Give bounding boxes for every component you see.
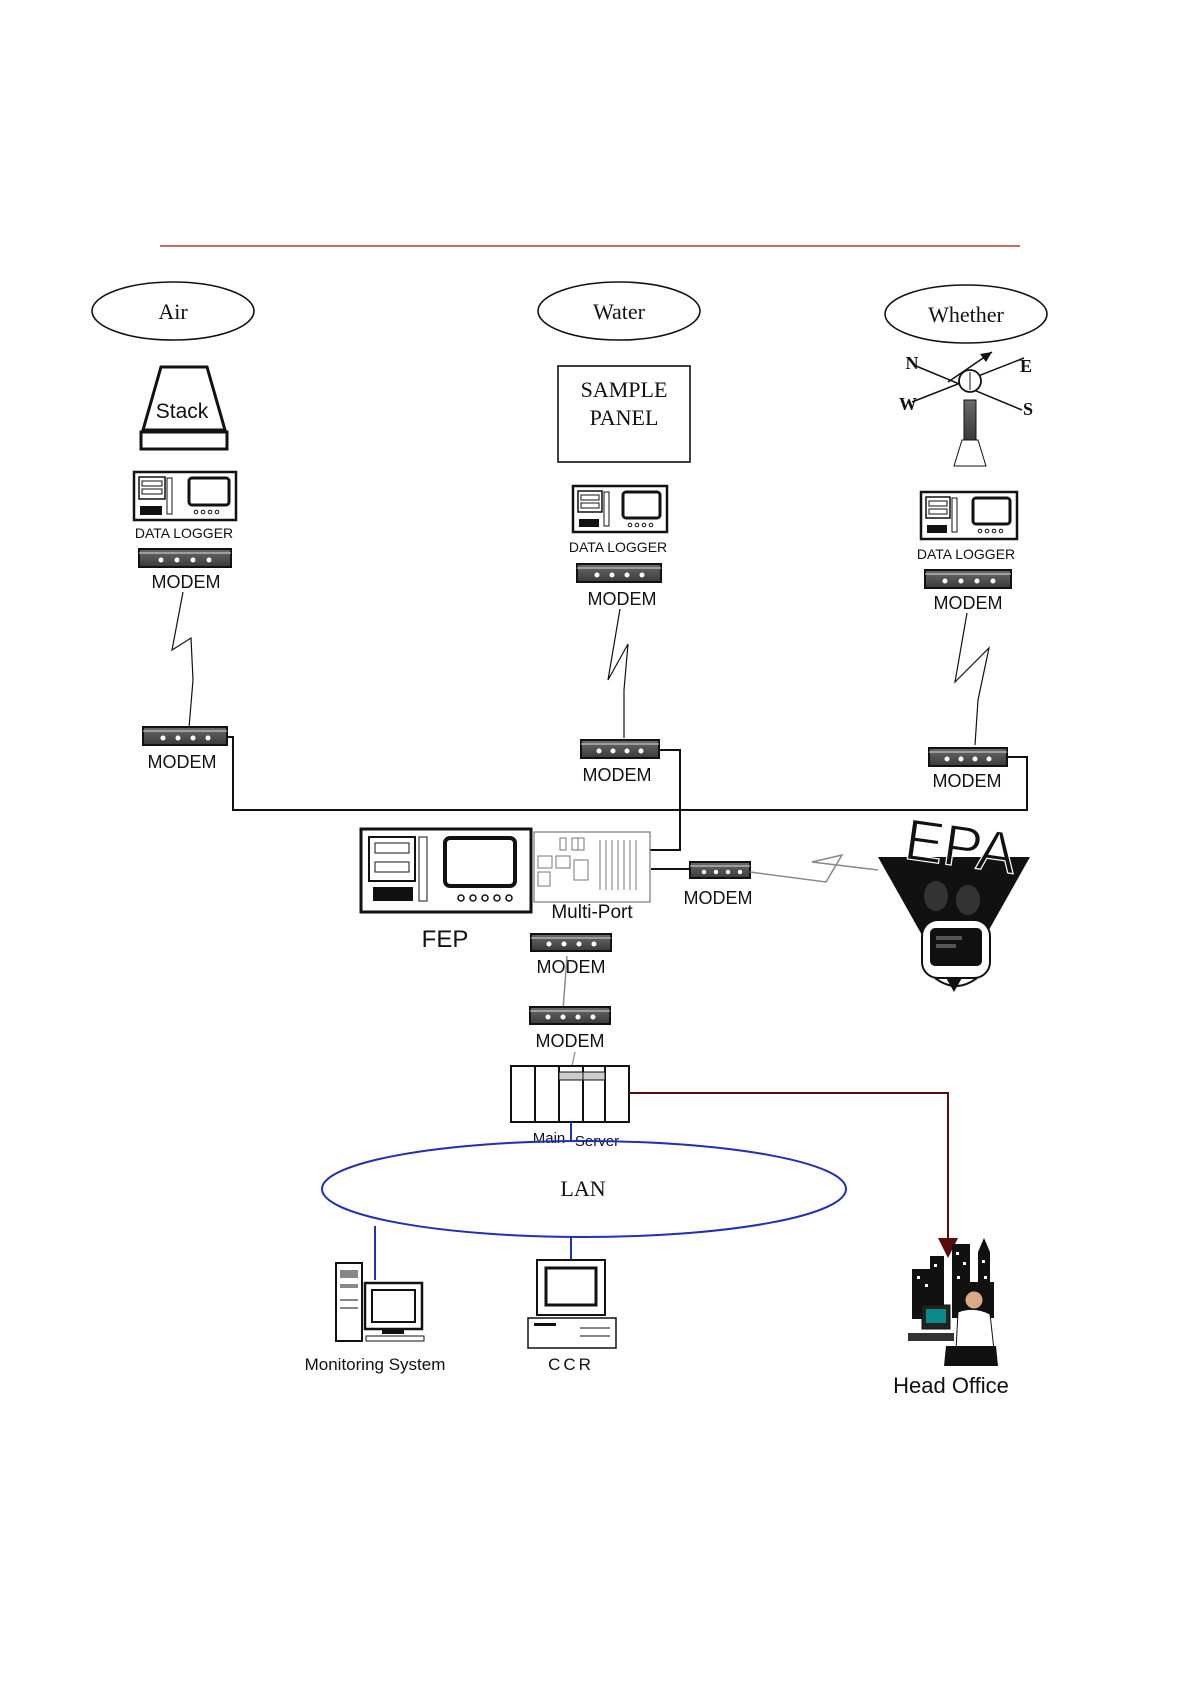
- south-label: S: [1023, 399, 1033, 419]
- fep-label: FEP: [422, 926, 469, 953]
- water-label: Water: [593, 299, 646, 324]
- fep-icon: [361, 829, 531, 912]
- modem-icon: [581, 740, 659, 758]
- wind-vane-icon: N E W S: [899, 352, 1033, 466]
- epa-logo-icon: EPA: [878, 807, 1030, 992]
- weather-category: Whether: [885, 285, 1047, 343]
- stack-label: Stack: [156, 400, 209, 423]
- monitoring-label: Monitoring System: [305, 1355, 446, 1374]
- weather-modem-bottom-label: MODEM: [933, 771, 1002, 791]
- lan-label: LAN: [560, 1176, 605, 1201]
- wireless-link: [955, 613, 989, 745]
- east-label: E: [1020, 356, 1032, 376]
- head-office-icon: [908, 1238, 998, 1366]
- water-logger-label: DATA LOGGER: [569, 539, 667, 555]
- water-modem-bottom-label: MODEM: [583, 765, 652, 785]
- sample-panel-line2: PANEL: [590, 405, 659, 430]
- main-server-icon: [511, 1066, 629, 1122]
- modem-icon: [929, 748, 1007, 766]
- sample-panel-line1: SAMPLE: [581, 377, 668, 402]
- wireless-link: [608, 609, 628, 738]
- modem-icon: [143, 727, 227, 745]
- air-label: Air: [158, 299, 188, 324]
- ccr-workstation-icon: [528, 1260, 616, 1348]
- ccr-label: CCR: [548, 1355, 594, 1374]
- modem-icon: [530, 1007, 610, 1024]
- weather-logger-label: DATA LOGGER: [917, 546, 1015, 562]
- head-office-link: [629, 1093, 948, 1256]
- west-label: W: [899, 394, 917, 414]
- fep-modem-label: MODEM: [537, 957, 606, 977]
- air-modem-bottom-label: MODEM: [148, 752, 217, 772]
- head-office-label: Head Office: [893, 1373, 1009, 1398]
- data-logger-icon: [921, 492, 1017, 539]
- data-logger-icon: [573, 486, 667, 532]
- server-label-main: Main: [533, 1130, 566, 1147]
- weather-label: Whether: [928, 302, 1004, 327]
- sample-panel: SAMPLE PANEL: [558, 366, 690, 462]
- modem-icon: [925, 570, 1011, 588]
- monitoring-system-icon: [336, 1263, 424, 1341]
- water-modem-top-label: MODEM: [588, 589, 657, 609]
- wireless-link: [172, 592, 193, 728]
- air-logger-label: DATA LOGGER: [135, 525, 233, 541]
- modem-icon: [139, 549, 231, 567]
- weather-modem-top-label: MODEM: [934, 593, 1003, 613]
- data-logger-icon: [134, 472, 236, 520]
- modem-icon: [531, 934, 611, 951]
- epa-modem-label: MODEM: [684, 888, 753, 908]
- north-label: N: [906, 353, 919, 373]
- modem-icon: [577, 564, 661, 582]
- modem-icon: [690, 862, 750, 878]
- water-category: Water: [538, 282, 700, 340]
- wireless-link: [750, 855, 878, 882]
- stack-icon: Stack: [141, 367, 227, 449]
- multiport-card-icon: [534, 832, 650, 902]
- server-modem-label: MODEM: [536, 1031, 605, 1051]
- air-category: Air: [92, 282, 254, 340]
- air-modem-top-label: MODEM: [152, 572, 221, 592]
- multiport-label: Multi-Port: [551, 902, 633, 923]
